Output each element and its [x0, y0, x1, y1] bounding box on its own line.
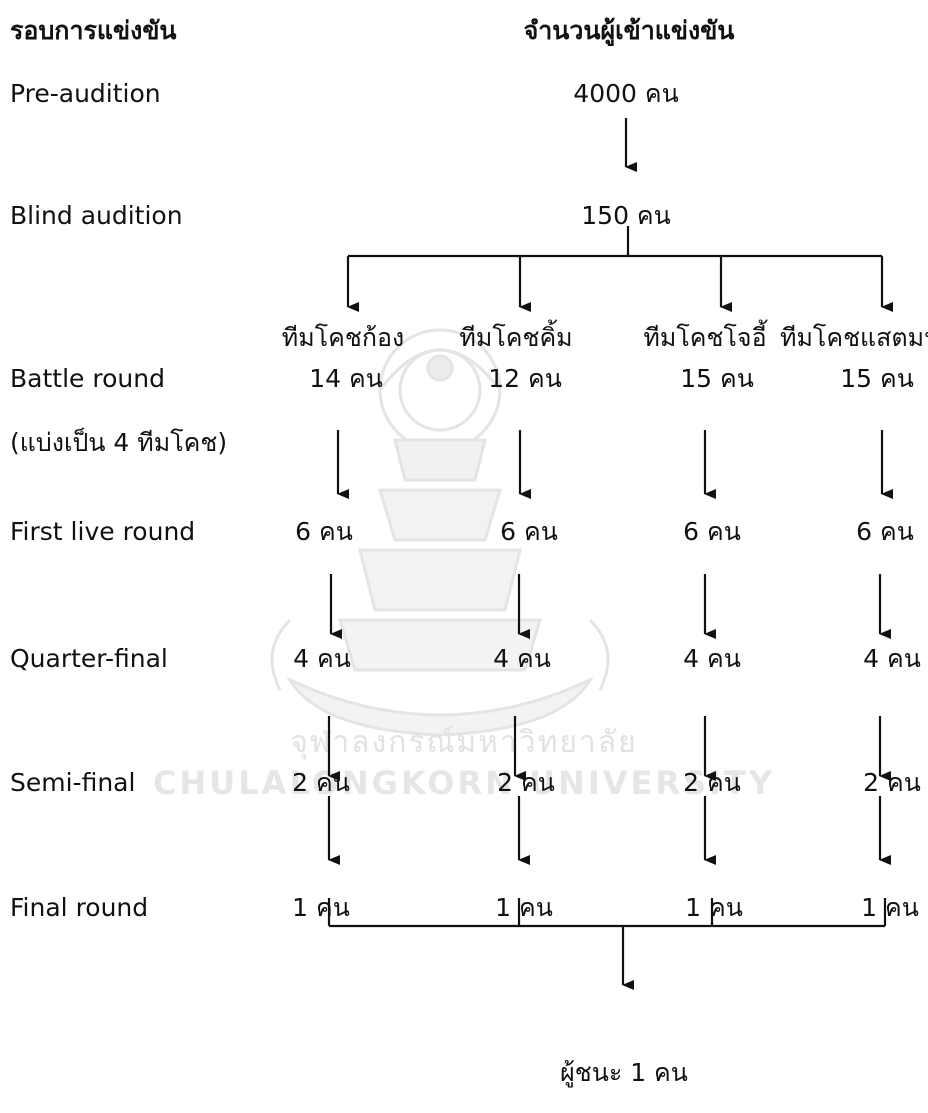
final-count: 1 คน [495, 893, 553, 922]
first-live-count: 6 คน [500, 517, 558, 546]
round-sublabel-battle: (แบ่งเป็น 4 ทีมโคช) [10, 428, 228, 457]
first-live-count: 6 คน [295, 517, 353, 546]
watermark-english-text: CHULALONGKORN UNIVERSITY [153, 764, 775, 802]
semi-count: 2 คน [683, 768, 741, 797]
semi-count: 2 คน [497, 768, 555, 797]
round-label-first-live: First live round [10, 517, 196, 546]
semi-count: 2 คน [863, 768, 921, 797]
round-label-semi-final: Semi-final [10, 768, 136, 797]
round-column-header: รอบการแข่งขัน [10, 16, 177, 45]
first-live-count: 6 คน [856, 517, 914, 546]
quarter-count: 4 คน [863, 644, 921, 673]
count-blind-audition: 150 คน [581, 201, 671, 230]
round-label-battle: Battle round [10, 364, 165, 393]
count-pre-audition: 4000 คน [573, 79, 679, 108]
university-seal-watermark [270, 328, 610, 737]
round-label-quarter-final: Quarter-final [10, 644, 168, 673]
semi-count: 2 คน [292, 768, 350, 797]
round-label-pre-audition: Pre-audition [10, 79, 161, 108]
battle-count: 15 คน [840, 364, 914, 393]
team-name: ทีมโคชแสตมป์ [779, 323, 928, 352]
quarter-count: 4 คน [683, 644, 741, 673]
final-count: 1 คน [861, 893, 919, 922]
battle-count: 14 คน [309, 364, 383, 393]
team-name: ทีมโคชโจอี้ [643, 323, 767, 352]
count-column-header: จำนวนผู้เข้าแข่งขัน [523, 16, 735, 45]
round-label-final: Final round [10, 893, 149, 922]
team-name: ทีมโคชคิ้ม [459, 323, 573, 352]
final-count: 1 คน [292, 893, 350, 922]
battle-count: 15 คน [680, 364, 754, 393]
quarter-count: 4 คน [493, 644, 551, 673]
final-count: 1 คน [685, 893, 743, 922]
quarter-count: 4 คน [293, 644, 351, 673]
winner-label: ผู้ชนะ 1 คน [560, 1058, 688, 1087]
team-name: ทีมโคชก้อง [281, 323, 405, 352]
first-live-count: 6 คน [683, 517, 741, 546]
watermark-thai-text: จุฬาลงกรณ์มหาวิทยาลัย [290, 725, 638, 760]
round-label-blind-audition: Blind audition [10, 201, 183, 230]
battle-count: 12 คน [488, 364, 562, 393]
